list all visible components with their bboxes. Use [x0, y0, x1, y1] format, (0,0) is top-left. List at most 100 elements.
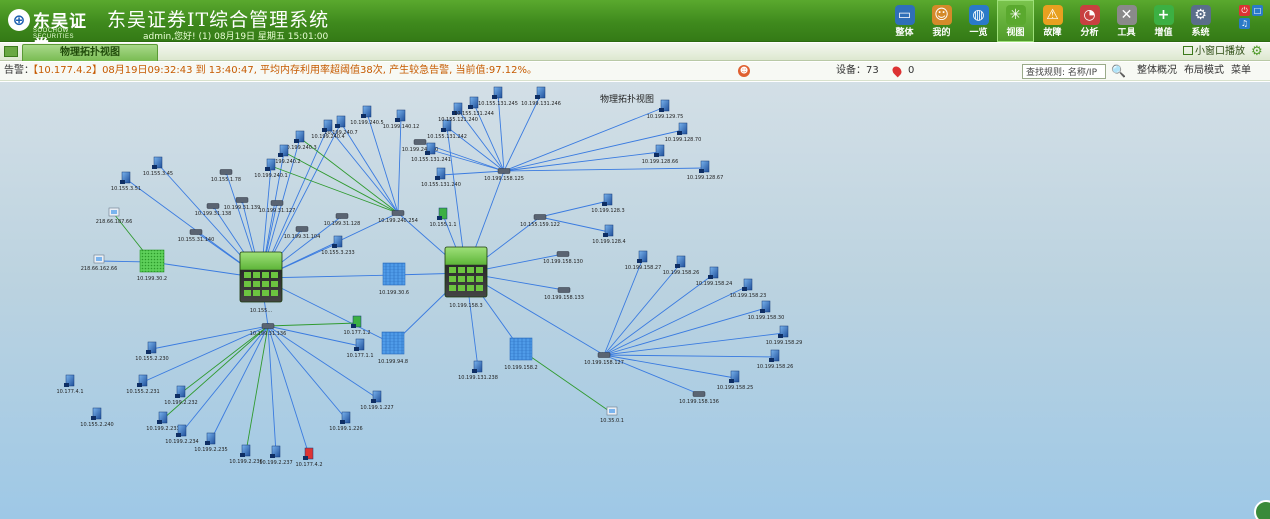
node-server[interactable]: 10.155.131.240 — [421, 167, 461, 188]
node-server[interactable]: 10.199.240.2 — [267, 144, 301, 165]
search-icon[interactable]: 🔍 — [1111, 64, 1126, 78]
nav-pie-chart[interactable]: ◔分析 — [1071, 0, 1108, 42]
window-icon[interactable]: □ — [1252, 5, 1263, 16]
node-server[interactable]: 10.155.3.51 — [111, 171, 141, 192]
node-pc[interactable]: 218.66.187.66 — [96, 207, 133, 225]
node-server[interactable]: 10.199.128.3 — [591, 193, 625, 214]
node-server[interactable]: 10.199.131.238 — [458, 360, 498, 381]
node-server[interactable]: 10.199.158.23 — [730, 278, 767, 299]
alert-message[interactable]: 【10.177.4.2】08月19日09:32:43 到 13:40:47, 平… — [28, 65, 537, 76]
node-switch[interactable]: 10.199.31.136 — [250, 323, 287, 338]
node-server[interactable]: 10.199.240.5 — [350, 105, 384, 126]
node-server[interactable]: 10.199.2.237 — [259, 445, 293, 466]
node-redsv[interactable]: 10.177.4.2 — [295, 447, 323, 468]
node-server[interactable]: 10.199.2.234 — [165, 424, 199, 445]
layout-mode-link[interactable]: 布局模式 — [1184, 65, 1224, 76]
tab-menu-icon[interactable] — [4, 46, 18, 57]
nav-tools[interactable]: ✕工具 — [1108, 0, 1145, 42]
node-switch[interactable]: 10.199.240.20 — [402, 139, 439, 154]
node-pc[interactable]: 218.66.162.66 — [81, 254, 118, 272]
node-server[interactable]: 10.199.2.232 — [164, 385, 198, 406]
node-server[interactable]: 10.199.1.227 — [360, 390, 394, 411]
node-server[interactable]: 10.199.2.236 — [229, 444, 263, 465]
nav-warning[interactable]: ⚠故障 — [1034, 0, 1071, 42]
node-server[interactable]: 10.155.2.231 — [126, 374, 160, 395]
node-switch[interactable]: 10.155.1.78 — [211, 169, 241, 184]
node-server[interactable]: 10.199.240.4 — [311, 119, 345, 140]
node-server[interactable]: 10.199.140.12 — [383, 109, 420, 130]
node-greensw[interactable]: 10.199.30.2 — [137, 249, 167, 282]
logout-icon[interactable]: ⏻ — [1239, 5, 1250, 16]
node-server[interactable]: 10.199.158.30 — [748, 300, 785, 321]
overview-link[interactable]: 整体概况 — [1137, 65, 1177, 76]
topology-graph[interactable]: 10.155... 10.199.158.3 10.199.30.6 10.199.9… — [0, 82, 1270, 519]
node-server[interactable]: 10.155.3.45 — [143, 156, 173, 177]
node-switch[interactable]: 10.199.158.133 — [544, 287, 584, 302]
node-server[interactable]: 10.199.158.27 — [625, 250, 662, 271]
node-server[interactable]: 10.199.128.4 — [592, 224, 626, 245]
node-server[interactable]: 10.155.121.240 — [438, 102, 478, 123]
node-switch[interactable]: 10.199.158.130 — [543, 251, 583, 266]
nav-plus[interactable]: +增值 — [1145, 0, 1182, 42]
node-server[interactable]: 10.199.1.226 — [329, 411, 363, 432]
node-label: 10.177.4.2 — [295, 462, 322, 468]
node-server[interactable]: 10.199.131.246 — [521, 86, 561, 107]
nav-monitor[interactable]: ▭整体 — [886, 0, 923, 42]
topology-canvas[interactable]: 10.155... 10.199.158.3 10.199.30.6 10.199.9… — [0, 82, 1270, 519]
node-switch[interactable]: 10.199.158.125 — [484, 168, 524, 183]
node-server[interactable]: 10.155.131.242 — [427, 119, 467, 140]
node-server[interactable]: 10.177.1.1 — [346, 338, 374, 359]
node-switch[interactable]: 10.199.158.127 — [584, 352, 624, 367]
node-server[interactable]: 10.199.129.75 — [647, 99, 684, 120]
node-switch[interactable]: 10.199.240.254 — [378, 210, 418, 225]
node-server[interactable]: 10.199.128.66 — [642, 144, 679, 165]
node-switch[interactable]: 10.155.31.140 — [178, 229, 215, 244]
node-server[interactable]: 10.199.158.29 — [766, 325, 803, 346]
node-switch[interactable]: 10.199.31.139 — [224, 197, 261, 212]
node-server[interactable]: 10.155.3.233 — [321, 235, 355, 256]
node-server[interactable]: 10.155.131.241 — [411, 142, 451, 163]
node-switch[interactable]: 10.199.31.138 — [195, 203, 232, 218]
nav-user[interactable]: ☺我的 — [923, 0, 960, 42]
node-switch[interactable]: 10.199.31.104 — [284, 226, 321, 241]
node-server[interactable]: 10.155.131.244 — [454, 96, 494, 117]
node-server[interactable]: 10.199.158.24 — [696, 266, 733, 287]
tab-physical-topology[interactable]: 物理拓扑视图 — [22, 44, 158, 61]
node-switch[interactable]: 10.199.31.128 — [324, 213, 361, 228]
node-switch[interactable]: 10.155.159.122 — [520, 214, 560, 229]
node-server[interactable]: 10.155.131.245 — [478, 86, 518, 107]
search-input[interactable] — [1022, 64, 1106, 79]
node-server[interactable]: 10.199.240.3 — [283, 130, 317, 151]
mini-window-play-button[interactable]: 小窗口播放 — [1183, 45, 1245, 59]
node-greensv[interactable]: 10.155.1.1 — [429, 207, 457, 228]
node-switch[interactable]: 10.199.31.127 — [259, 200, 296, 215]
node-switch[interactable]: 10.199.158.136 — [679, 391, 719, 406]
sound-icon[interactable]: ♫ — [1239, 18, 1250, 29]
gear-icon[interactable]: ⚙ — [1251, 44, 1263, 59]
person-icon[interactable]: ☻ — [738, 65, 750, 77]
node-core[interactable]: 10.155... — [239, 251, 283, 314]
node-server[interactable]: 10.177.4.1 — [56, 374, 84, 395]
node-core[interactable]: 10.199.158.3 — [444, 246, 488, 309]
menu-link[interactable]: 菜单 — [1231, 65, 1251, 76]
nav-gear[interactable]: ⚙系统 — [1182, 0, 1219, 42]
node-firewall[interactable]: 10.199.94.8 — [378, 331, 408, 365]
node-server[interactable]: 10.199.2.235 — [194, 432, 228, 453]
node-server[interactable]: 10.199.240.7 — [324, 115, 358, 136]
node-server[interactable]: 10.199.158.25 — [717, 370, 754, 391]
node-server[interactable]: 10.155.2.240 — [80, 407, 114, 428]
node-server[interactable]: 10.199.2.233 — [146, 411, 180, 432]
nav-topology[interactable]: ✳视图 — [997, 0, 1034, 42]
nav-globe[interactable]: ◍一览 — [960, 0, 997, 42]
corner-action-button[interactable] — [1254, 500, 1270, 519]
node-server[interactable]: 10.199.158.26 — [663, 255, 700, 276]
node-server[interactable]: 10.199.128.70 — [665, 122, 702, 143]
node-server[interactable]: 10.155.2.230 — [135, 341, 169, 362]
node-pc[interactable]: 10.35.0.1 — [600, 406, 624, 424]
node-firewall[interactable]: 10.199.30.6 — [379, 262, 409, 296]
node-firewall[interactable]: 10.199.158.2 — [504, 337, 538, 371]
node-server[interactable]: 10.199.158.26 — [757, 349, 794, 370]
node-server[interactable]: 10.199.240.1 — [254, 158, 288, 179]
node-server[interactable]: 10.199.128.67 — [687, 160, 724, 181]
node-greensv[interactable]: 10.177.1.2 — [343, 315, 371, 336]
